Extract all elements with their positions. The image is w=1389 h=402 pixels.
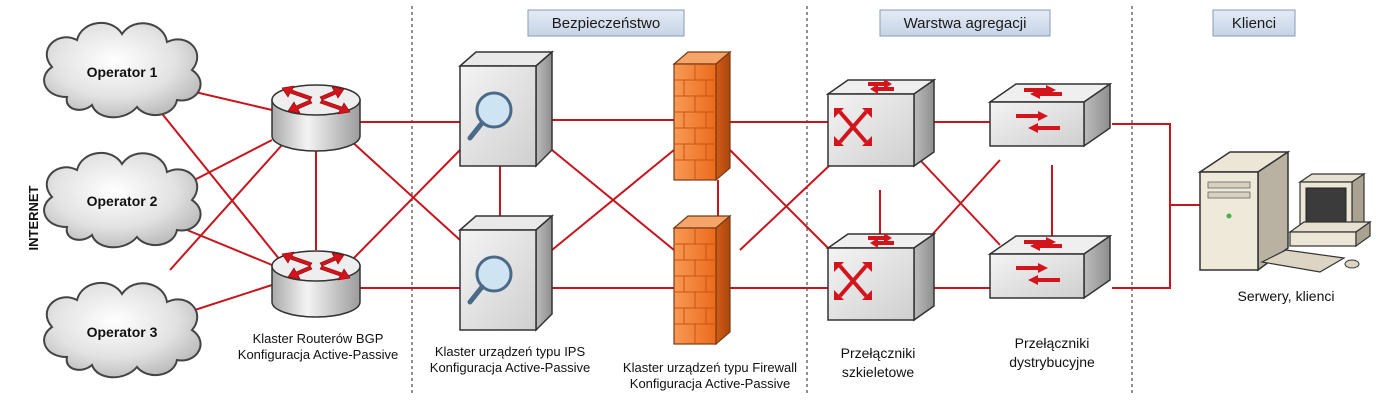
ips-label-line1: Klaster urządzeń typu IPS <box>435 344 586 359</box>
firewall-icon <box>673 51 731 181</box>
header-security: Bezpieczeństwo <box>527 9 685 37</box>
firewall-icon <box>673 215 731 345</box>
firewall-label-line2: Konfiguracja Active-Passive <box>630 376 790 391</box>
ips-icon <box>460 52 552 166</box>
server-workstation-icon <box>1197 150 1372 273</box>
distribution-switches-label-line1: Przełączniki <box>1015 335 1090 351</box>
operator-2-label: Operator 2 <box>87 193 158 209</box>
cloud-operator-1: Operator 1 <box>43 21 202 119</box>
cloud-operator-2: Operator 2 <box>43 151 202 249</box>
router-icon <box>271 250 361 318</box>
header-aggregation: Warstwa agregacji <box>879 9 1051 37</box>
servers-label: Serwery, klienci <box>1238 288 1335 304</box>
core-switch-icon <box>826 231 936 322</box>
section-dividers <box>411 6 1133 396</box>
distribution-switches-label-line2: dystrybucyjne <box>1009 354 1095 370</box>
router-icon <box>271 84 361 152</box>
ips-icon <box>460 216 552 330</box>
header-clients-label: Klienci <box>1232 15 1276 32</box>
routers-label-line2: Konfiguracja Active-Passive <box>238 347 398 362</box>
internet-label: INTERNET <box>26 185 41 250</box>
core-switch-icon <box>826 77 936 168</box>
routers-label-line1: Klaster Routerów BGP <box>253 331 384 346</box>
cloud-operator-3: Operator 3 <box>43 281 202 379</box>
core-switches-label-line1: Przełączniki <box>841 345 916 361</box>
header-clients: Klienci <box>1212 9 1296 37</box>
distribution-switch-icon <box>989 83 1111 147</box>
operator-1-label: Operator 1 <box>87 64 158 80</box>
firewall-label-line1: Klaster urządzeń typu Firewall <box>623 360 797 375</box>
core-switches-label-line2: szkieletowe <box>842 364 915 380</box>
operator-3-label: Operator 3 <box>87 324 158 340</box>
network-links <box>154 84 1200 319</box>
distribution-switch-icon <box>989 235 1111 299</box>
header-security-label: Bezpieczeństwo <box>552 15 660 32</box>
header-aggregation-label: Warstwa agregacji <box>904 15 1027 32</box>
ips-label-line2: Konfiguracja Active-Passive <box>430 360 590 375</box>
